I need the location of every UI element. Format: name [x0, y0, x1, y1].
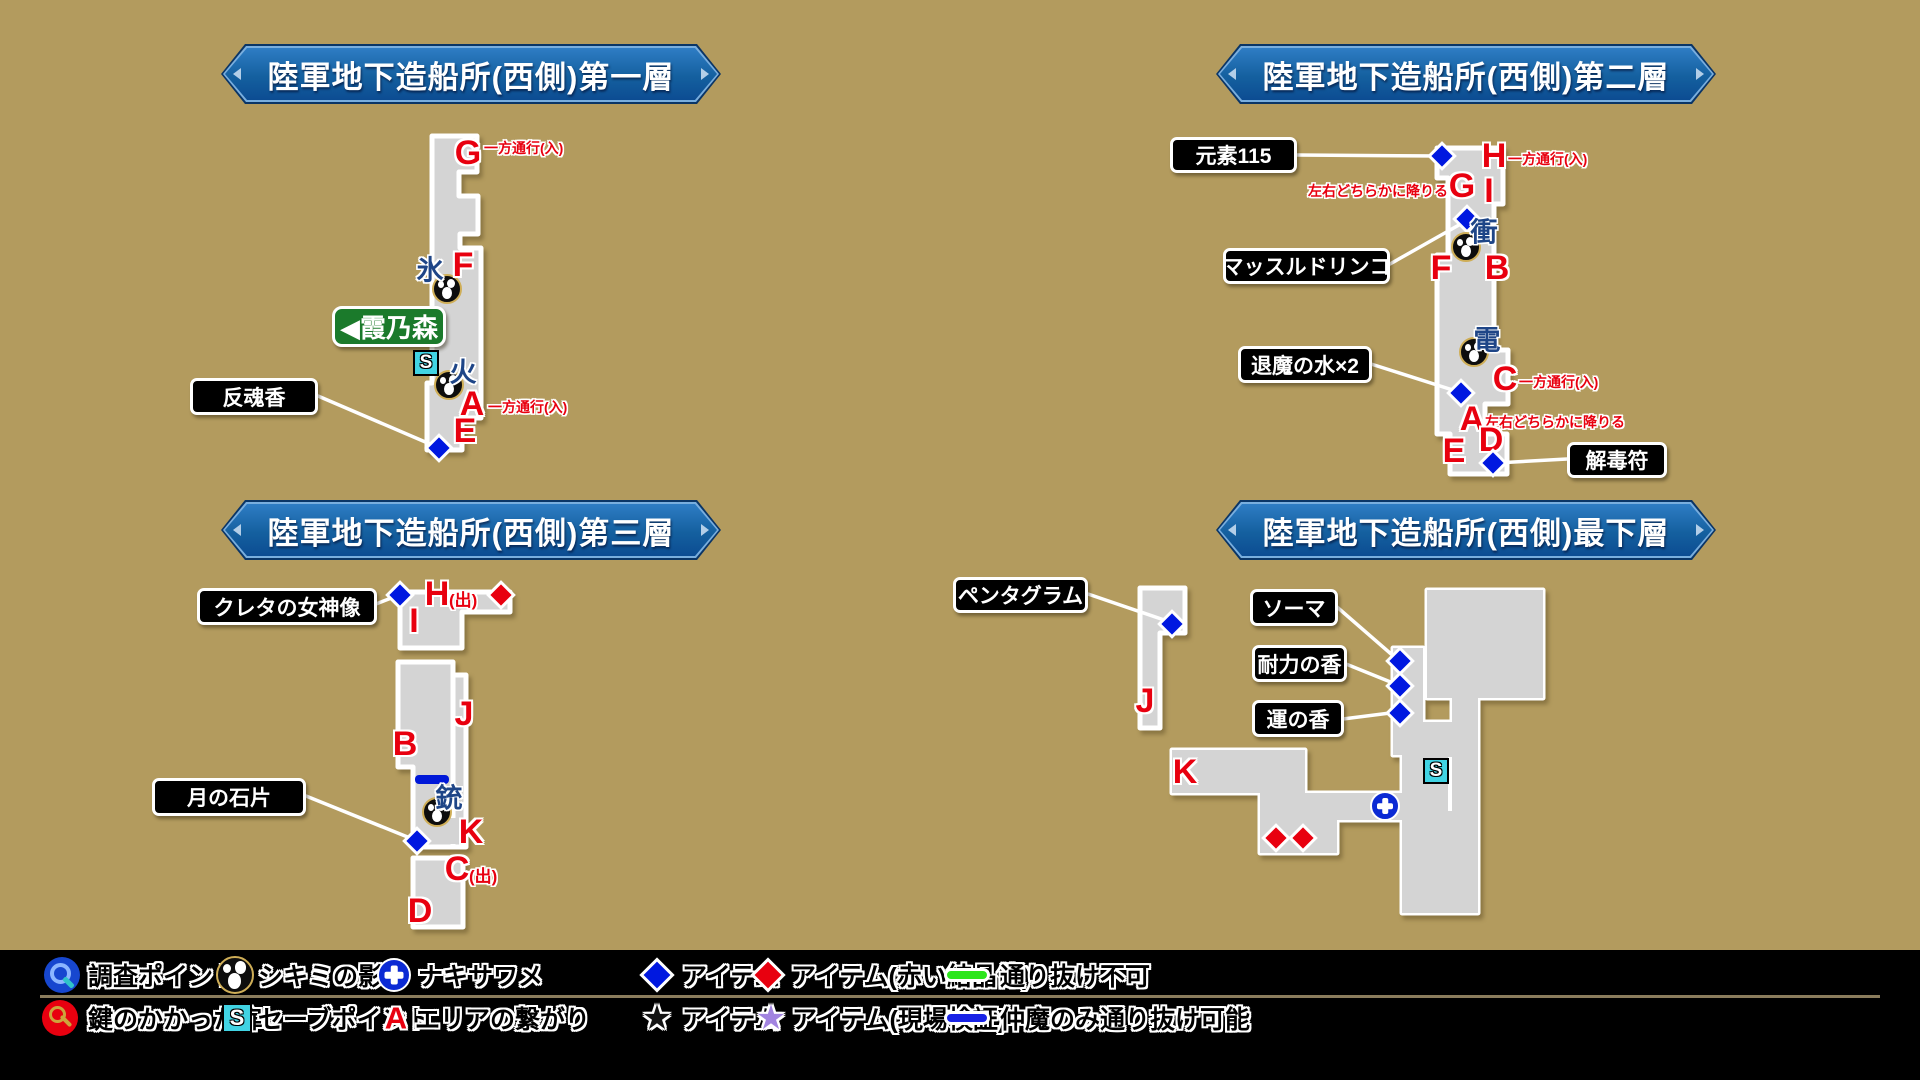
legend-separator — [40, 995, 1880, 998]
shikimi-shadow-icon — [216, 956, 254, 994]
save-point-icon: S — [222, 1003, 252, 1033]
item-diamond-blue — [643, 961, 671, 989]
floor1-marker-G: G — [454, 134, 482, 172]
floor1-kanji-ice: 氷 — [416, 255, 444, 286]
floor3-marker-D: D — [407, 892, 433, 930]
floor3-note-H: (出) — [449, 591, 478, 610]
nakisawame-cross-icon — [377, 958, 411, 992]
floor3-kanji-gun: 銃 — [435, 783, 463, 814]
floor2-kanji-shock: 衝 — [1470, 217, 1498, 248]
item-label-muscle-drink: マッスルドリンコ — [1223, 248, 1391, 284]
floor3-marker-C: C — [444, 850, 470, 888]
floor2-note-GI: 左右どちらかに降りる — [1308, 183, 1448, 199]
demon-pass-bar — [415, 775, 449, 784]
item-star-purple-icon: ★ — [755, 999, 787, 1037]
floor2-marker-G: G — [1448, 167, 1476, 205]
floor3-marker-K: K — [458, 813, 484, 851]
shikimi-shadow-icon — [432, 274, 462, 304]
legend-label: セーブポイント — [258, 1006, 432, 1034]
floor1-marker-A: A — [459, 385, 485, 423]
locked-door-icon — [42, 1000, 78, 1036]
floor2-marker-B: B — [1484, 249, 1510, 287]
no-pass-bar-icon — [944, 968, 990, 982]
floor1-kanji-fire: 火 — [449, 357, 477, 388]
floor1-marker-F: F — [452, 246, 474, 284]
legend-label: アイテム(赤い結晶体) — [791, 963, 1031, 991]
banner-floor3-title: 陸軍地下造船所(西側)第三層 — [225, 504, 717, 556]
floor1-note-G: 一方通行(入) — [484, 140, 564, 156]
item-label-moonstone: 月の石片 — [152, 778, 306, 816]
floor4-marker-J: J — [1135, 682, 1155, 720]
floor2-marker-C: C — [1492, 360, 1518, 398]
area-link-icon: A — [384, 1000, 408, 1036]
shikimi-shadow-icon — [1451, 232, 1481, 262]
nakisawame-cross-icon — [1370, 791, 1400, 821]
floor2-note-A: 左右どちらかに降りる — [1485, 414, 1625, 430]
floor1-save-point: S — [413, 350, 439, 376]
floor3-marker-B: B — [392, 725, 418, 763]
floor2-marker-A: A — [1459, 400, 1485, 438]
connector-lines — [304, 153, 1569, 842]
banner-floor1: 陸軍地下造船所(西側)第一層 — [221, 44, 721, 104]
floor3-marker-I: I — [409, 602, 419, 640]
demon-pass-bar-icon — [944, 1011, 990, 1025]
legend-label: 通り抜け不可 — [1000, 963, 1151, 991]
item-label-goddess: クレタの女神像 — [197, 588, 377, 625]
floor2-note-C: 一方通行(入) — [1519, 374, 1599, 390]
shikimi-shadow-icon — [422, 797, 452, 827]
floor2-marker-I: I — [1484, 172, 1494, 210]
item-label-luck-incense: 運の香 — [1252, 700, 1344, 737]
floor2-kanji-elec: 電 — [1473, 325, 1501, 356]
item-label-antidote: 解毒符 — [1567, 442, 1667, 478]
floor2-marker-F: F — [1430, 249, 1452, 287]
floor1-marker-E: E — [453, 412, 477, 450]
item-label-hangonko: 反魂香 — [190, 378, 318, 415]
banner-floor1-title: 陸軍地下造船所(西側)第一層 — [225, 48, 717, 100]
item-label-stamina-incense: 耐力の香 — [1252, 645, 1347, 682]
banner-floor4-title: 陸軍地下造船所(西側)最下層 — [1220, 504, 1712, 556]
legend-label: 調査ポイント — [88, 963, 239, 991]
floor3-note-C: (出) — [469, 867, 498, 886]
item-label-pentagram: ペンタグラム — [953, 577, 1088, 613]
legend-panel: 調査ポイント シキミの影 ナキサワメ アイテム アイテム(赤い結晶体) 通り抜け… — [0, 950, 1920, 1080]
item-star-black-icon: ★ — [641, 999, 673, 1037]
item-label-element115: 元素115 — [1170, 137, 1297, 173]
legend-label: アイテム — [682, 1006, 780, 1034]
legend-label: エリアの繋がり — [415, 1006, 591, 1034]
legend-label: シキミの影 — [258, 963, 384, 991]
floor4-marker-K: K — [1172, 753, 1198, 791]
banner-floor2-title: 陸軍地下造船所(西側)第二層 — [1220, 48, 1712, 100]
legend-label: 仲魔のみ通り抜け可能 — [1000, 1006, 1251, 1034]
floor3-marker-H: H — [424, 575, 450, 613]
legend-label: ナキサワメ — [418, 963, 544, 991]
floor3-marker-J: J — [454, 695, 474, 733]
banner-floor2: 陸軍地下造船所(西側)第二層 — [1216, 44, 1716, 104]
floor2-marker-H: H — [1481, 137, 1507, 175]
floor4-save-point: S — [1423, 758, 1449, 784]
floor4-shape — [1137, 585, 1543, 913]
kasuminomori-sign: ◀霞乃森 — [332, 306, 446, 347]
floor2-marker-E: E — [1442, 432, 1466, 470]
banner-floor3: 陸軍地下造船所(西側)第三層 — [221, 500, 721, 560]
banner-floor4: 陸軍地下造船所(西側)最下層 — [1216, 500, 1716, 560]
investigate-icon — [44, 957, 80, 993]
shikimi-shadow-icon — [1459, 337, 1489, 367]
floor1-note-A: 一方通行(入) — [488, 399, 568, 415]
floor2-note-H: 一方通行(入) — [1508, 151, 1588, 167]
item-label-soma: ソーマ — [1250, 589, 1338, 626]
floor2-marker-D: D — [1478, 421, 1504, 459]
item-label-taima-water: 退魔の水×2 — [1238, 346, 1372, 383]
shikimi-shadow-icon — [434, 370, 464, 400]
